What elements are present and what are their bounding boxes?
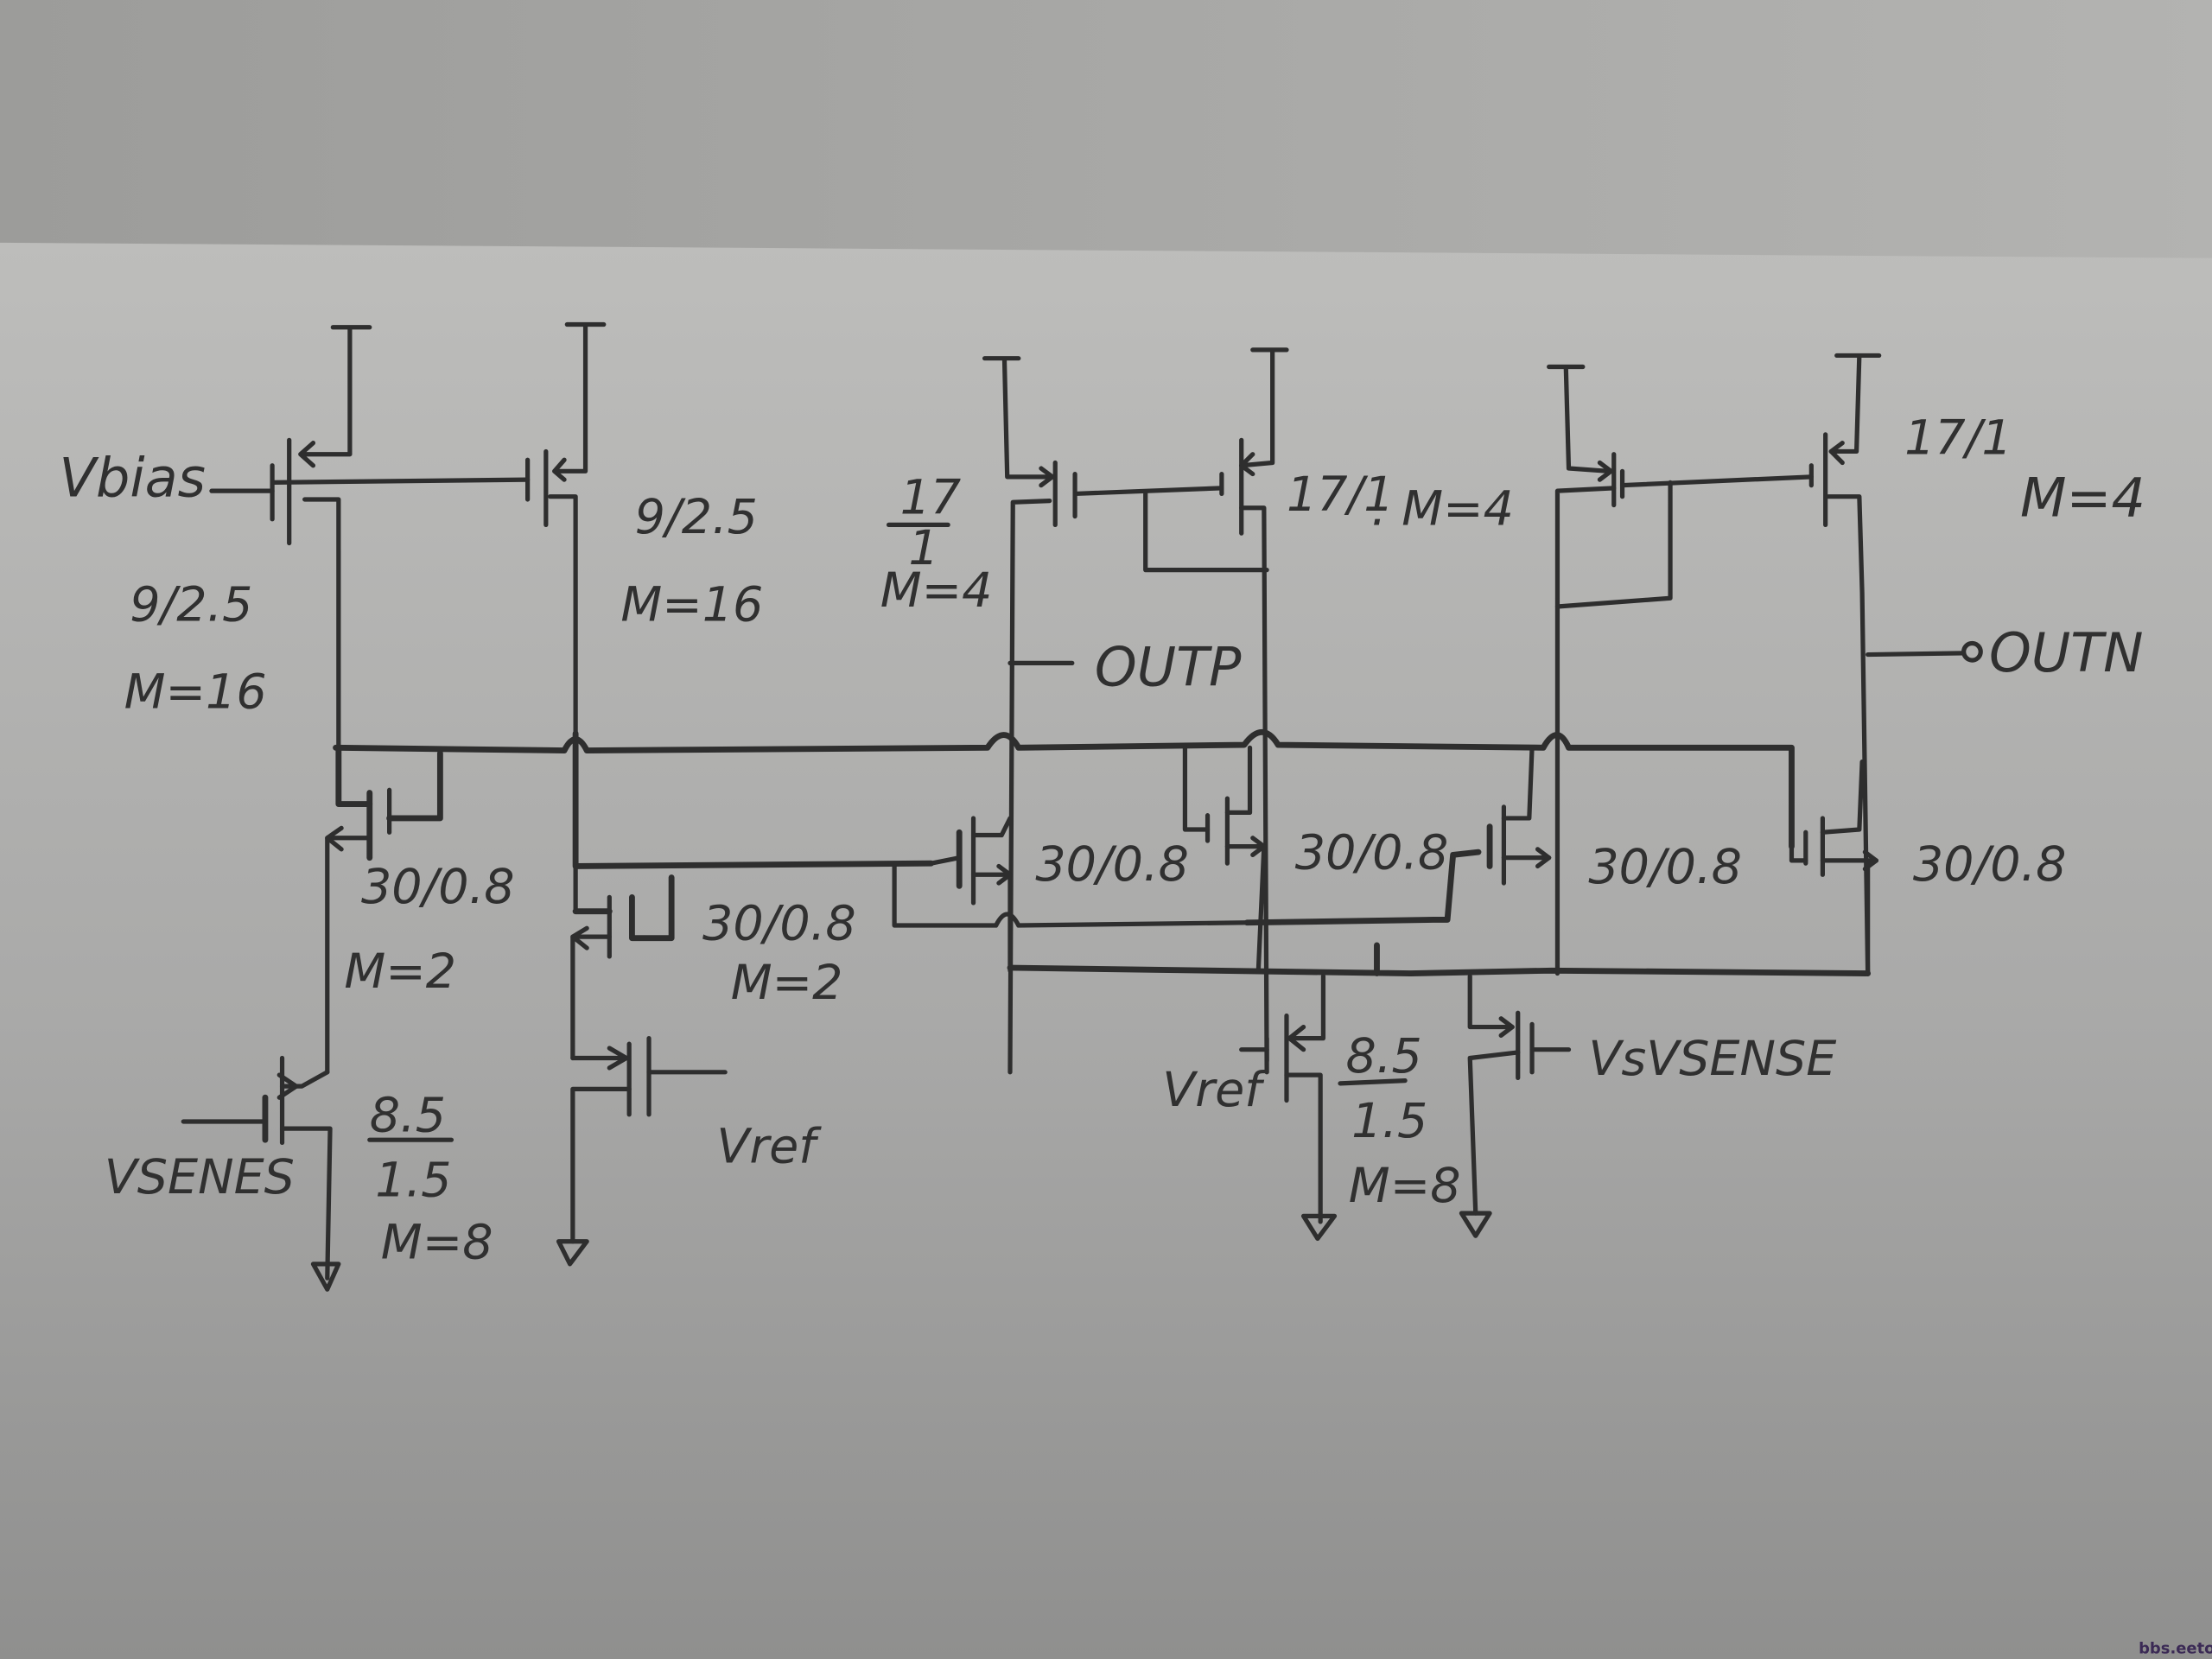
label-nmos-in-left-m: M=8 (381, 1214, 493, 1270)
label-diff-1-size: 30/0.8 (1035, 836, 1189, 893)
nmos-diode-right (570, 730, 934, 1061)
nmos-diff-1 (892, 816, 1249, 973)
nmos-tail-vsense (1459, 974, 1572, 1238)
label-load1-den: 1 (908, 520, 938, 576)
label-vsense-tail: VsVSENSE (1588, 1031, 1836, 1087)
tail-node-wire (1007, 942, 1872, 976)
label-vsense-left: VSENES (105, 1149, 295, 1205)
label-nmos-diode-right-size: 30/0.8 (702, 895, 856, 951)
label-tail-num: 8.5 (1346, 1028, 1422, 1084)
outn-wire (1866, 651, 1967, 658)
nmos-input-left (181, 1055, 341, 1292)
label-diff-3-size: 30/0.8 (1588, 839, 1742, 895)
label-outn: OUTN (1989, 621, 2144, 684)
fraction-bar-tail (1338, 1078, 1408, 1086)
nmos-vref-left (556, 1036, 728, 1267)
nmos-diff-4 (1789, 760, 1879, 976)
pmos-load-4 (1808, 353, 1882, 976)
bias-line-top (333, 728, 1795, 850)
pmos-bias-left (270, 325, 372, 750)
label-tail-m: M=8 (1349, 1158, 1461, 1214)
label-tail-den: 1.5 (1351, 1093, 1427, 1149)
label-pmos-right-size: 9/2.5 (635, 489, 758, 545)
label-diff-2-size: 30/0.8 (1295, 825, 1449, 881)
label-load2-m: . M=4 (1371, 480, 1514, 537)
label-vref-tail: Vref (1162, 1062, 1268, 1118)
label-load1-num: 17 (900, 469, 962, 525)
label-pmos-right-m: M=16 (620, 576, 763, 632)
label-vref-left: Vref (716, 1118, 822, 1174)
watermark: bbs.eetop.cn (2139, 1639, 2212, 1657)
nmos-diode-left (325, 747, 443, 1075)
nmos-diff-3 (1243, 745, 1552, 926)
label-nmos-diode-right-m: M=2 (731, 955, 843, 1011)
pmos-load-2 (1072, 347, 1289, 1075)
vbias-gate-wire (209, 477, 531, 493)
label-load4-size: 17/1 (1904, 410, 2012, 467)
label-load1-m: M=4 (880, 563, 993, 619)
nmos-diff-2 (1182, 745, 1267, 973)
label-nmos-diode-left-m: M=2 (344, 944, 456, 1000)
pmos-bias-right (525, 321, 607, 736)
label-nmos-diode-left-size: 30/0.8 (361, 859, 515, 915)
label-load2-size: 17/1 (1287, 467, 1395, 523)
label-outp: OUTP (1095, 635, 1242, 698)
label-pmos-left-m: M=16 (124, 664, 267, 721)
label-pmos-left-size: 9/2.5 (130, 576, 252, 632)
label-vbias: Vbias (60, 447, 206, 510)
pmos-load-3 (1547, 364, 1814, 976)
label-nmos-in-left-den: 1.5 (375, 1152, 451, 1208)
label-nmos-in-left-num: 8.5 (370, 1087, 446, 1143)
outn-terminal (1961, 640, 1983, 663)
label-load4-m: M=4 (2020, 467, 2145, 530)
nmos-tail-vref (1239, 974, 1338, 1242)
label-diff-4-size: 30/0.8 (1913, 836, 2067, 893)
